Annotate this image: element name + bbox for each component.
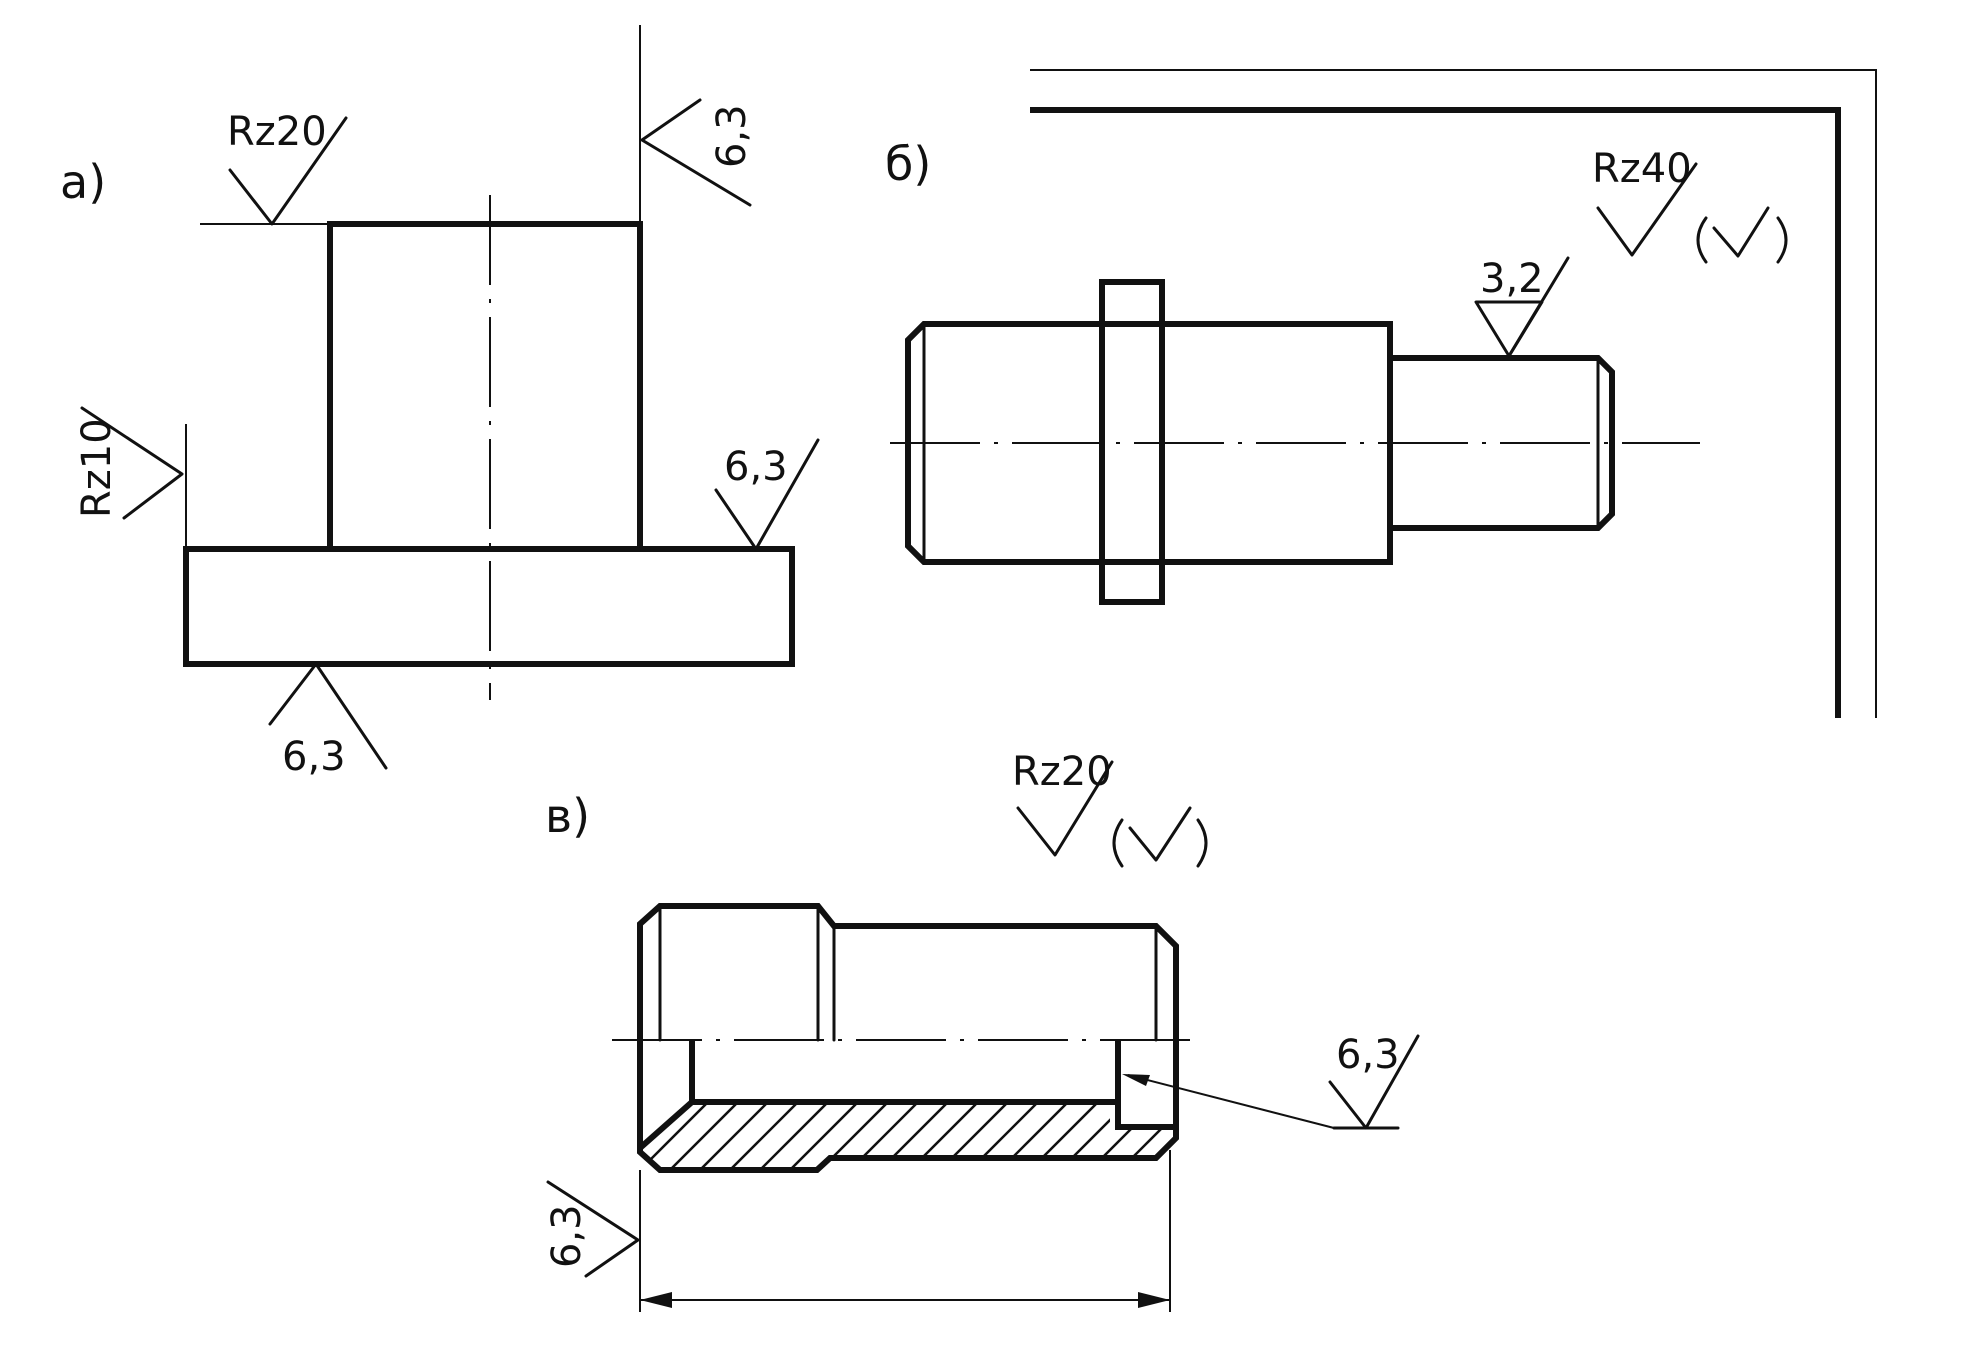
view-b-general-roughness-sign: Rz40 xyxy=(1592,146,1788,264)
view-c-end-roughness-sign: 6,3 xyxy=(544,1180,640,1278)
view-a-flange-roughness-label: 6,3 xyxy=(724,444,788,490)
view-c-end-roughness-label: 6,3 xyxy=(544,1204,590,1268)
view-a-label: а) xyxy=(60,155,106,209)
view-c-bore-upper-line xyxy=(689,1040,1118,1105)
view-a-left-roughness-sign: Rz10 xyxy=(74,406,184,520)
view-b-paren-check-icon xyxy=(1712,206,1770,258)
view-c-label: в) xyxy=(545,789,590,843)
view-c-dimension-arrow-right xyxy=(1138,1292,1170,1308)
view-b-paren-right xyxy=(1776,216,1788,264)
view-a: а) Rz20 6,3 Rz10 6,3 xyxy=(60,25,820,780)
view-a-flange-roughness-sign: 6,3 xyxy=(714,438,820,551)
view-b-frame-inner-line xyxy=(1030,107,1841,718)
view-c-dimension-arrow-left xyxy=(640,1292,672,1308)
view-b: б) Rz40 3,2 xyxy=(885,69,1877,718)
view-b-label: б) xyxy=(885,137,931,191)
view-b-step-outline xyxy=(1390,355,1615,531)
view-c-bore-roughness-sign: 6,3 xyxy=(1122,1032,1420,1130)
view-b-paren-left xyxy=(1696,216,1708,264)
view-b-general-roughness-label: Rz40 xyxy=(1592,146,1692,192)
view-b-frame-outer-line xyxy=(1030,69,1877,718)
view-c-bore-step xyxy=(1115,1040,1176,1130)
view-c: в) xyxy=(544,749,1420,1312)
view-a-bottom-roughness-label: 6,3 xyxy=(282,734,346,780)
view-a-top-roughness-label: Rz20 xyxy=(227,109,327,155)
view-a-bottom-roughness-sign: 6,3 xyxy=(268,662,388,780)
view-b-step-roughness-sign: 3,2 xyxy=(1474,256,1570,358)
view-c-outer-contour xyxy=(637,903,1179,1173)
view-a-top-roughness-sign: Rz20 xyxy=(227,109,348,226)
view-a-flange-outline xyxy=(183,546,795,667)
view-a-right-roughness-sign: 6,3 xyxy=(640,98,755,207)
view-a-shaft-outline xyxy=(327,221,643,552)
view-c-paren-left xyxy=(1112,818,1124,868)
view-c-general-roughness-sign: Rz20 xyxy=(1012,749,1208,868)
view-c-general-roughness-label: Rz20 xyxy=(1012,749,1112,795)
view-b-step-roughness-label: 3,2 xyxy=(1480,256,1544,302)
view-c-bore-chamfer xyxy=(638,1099,694,1151)
view-a-left-roughness-label: Rz10 xyxy=(74,418,120,518)
view-c-bore-roughness-label: 6,3 xyxy=(1336,1032,1400,1078)
view-c-leader-line xyxy=(1127,1074,1335,1129)
view-c-paren-right xyxy=(1196,818,1208,868)
view-c-leader-arrow xyxy=(1122,1074,1150,1086)
view-a-right-roughness-label: 6,3 xyxy=(709,104,755,168)
view-c-paren-check-icon xyxy=(1128,806,1192,862)
